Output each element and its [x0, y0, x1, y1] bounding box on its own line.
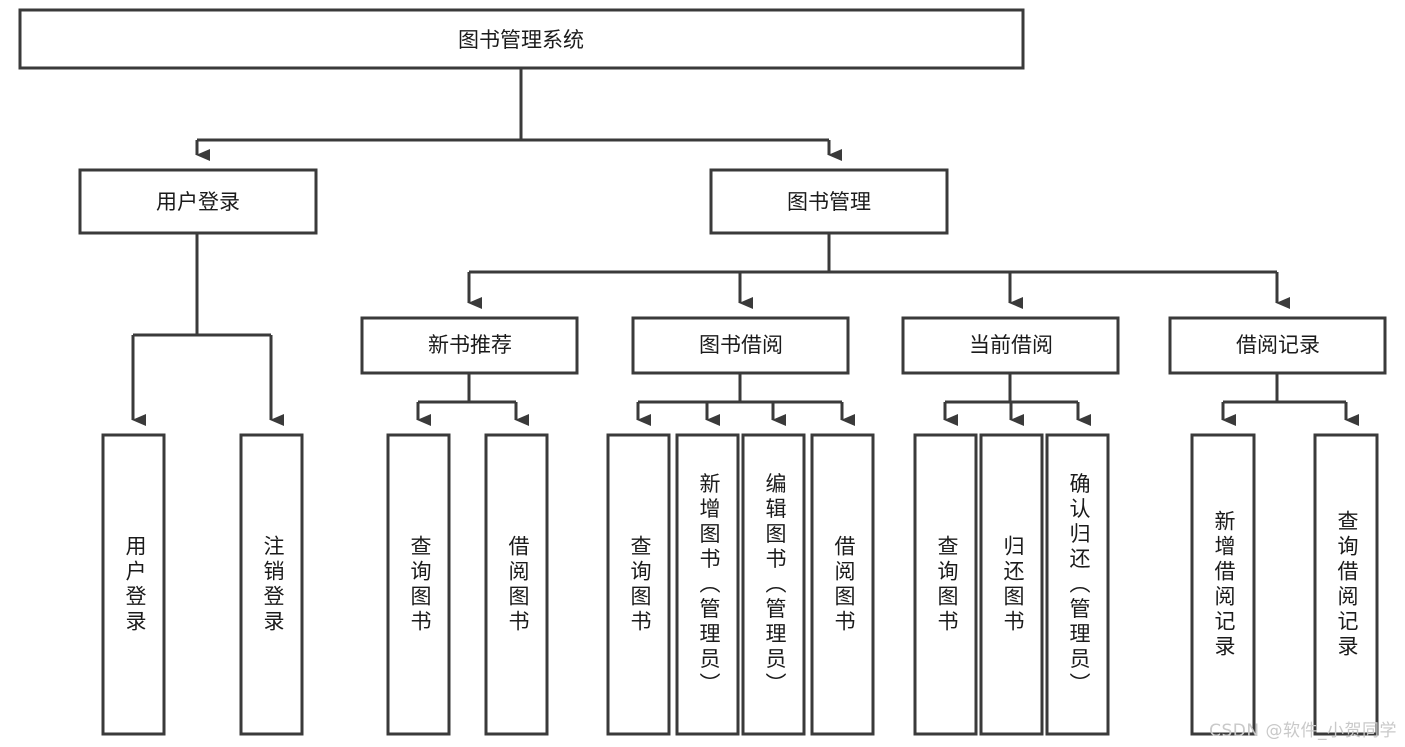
- node-leaf-book-borrow-2-box: [741, 433, 806, 736]
- node-book-borrow-label: 图书借阅: [699, 333, 783, 357]
- node-leaf-user-login-1[interactable]: 注销登录: [239, 433, 304, 736]
- node-leaf-book-borrow-1-box: [675, 433, 740, 736]
- connector-group-root: [195, 68, 842, 161]
- node-new-book-recommend[interactable]: 新书推荐: [360, 316, 579, 375]
- node-leaf-current-borrow-0-label: 查询图书: [935, 535, 959, 635]
- connector-group-user-login: [131, 233, 284, 426]
- node-new-book-recommend-box: [360, 316, 579, 375]
- node-leaf-current-borrow-1-label: 归还图书: [1001, 535, 1025, 635]
- node-borrow-record[interactable]: 借阅记录: [1168, 316, 1387, 375]
- node-borrow-record-label: 借阅记录: [1236, 333, 1320, 357]
- node-leaf-new-book-recommend-0[interactable]: 查询图书: [386, 433, 451, 736]
- node-leaf-user-login-0-label: 用户登录: [123, 535, 147, 635]
- node-user-login-label: 用户登录: [156, 190, 240, 214]
- node-book-manage[interactable]: 图书管理: [709, 168, 949, 235]
- node-leaf-borrow-record-1-box: [1313, 433, 1379, 736]
- node-leaf-new-book-recommend-1[interactable]: 借阅图书: [484, 433, 549, 736]
- node-book-borrow[interactable]: 图书借阅: [631, 316, 850, 375]
- node-leaf-book-borrow-2-label: 编辑图书（管理员）: [763, 473, 787, 698]
- node-leaf-book-borrow-3[interactable]: 借阅图书: [810, 433, 875, 736]
- node-current-borrow-box: [901, 316, 1120, 375]
- node-leaf-current-borrow-2-box: [1045, 433, 1110, 736]
- node-leaf-user-login-1-label: 注销登录: [261, 535, 285, 635]
- connector-group-book-borrow: [636, 373, 855, 426]
- node-leaf-user-login-0-box: [101, 433, 166, 736]
- connector-group-borrow-record: [1221, 373, 1359, 426]
- node-leaf-current-borrow-0-box: [913, 433, 978, 736]
- connector-group-current-borrow: [943, 373, 1091, 426]
- node-leaf-current-borrow-1[interactable]: 归还图书: [979, 433, 1044, 736]
- node-leaf-book-borrow-1[interactable]: 新增图书（管理员）: [675, 433, 740, 736]
- node-user-login[interactable]: 用户登录: [78, 168, 318, 235]
- node-leaf-borrow-record-1[interactable]: 查询借阅记录: [1313, 433, 1379, 736]
- node-leaf-book-borrow-3-label: 借阅图书: [832, 535, 856, 635]
- node-new-book-recommend-label: 新书推荐: [428, 333, 512, 357]
- node-user-login-box: [78, 168, 318, 235]
- node-leaf-borrow-record-0[interactable]: 新增借阅记录: [1190, 433, 1256, 736]
- node-current-borrow[interactable]: 当前借阅: [901, 316, 1120, 375]
- node-leaf-current-borrow-2[interactable]: 确认归还（管理员）: [1045, 433, 1110, 736]
- node-book-borrow-box: [631, 316, 850, 375]
- node-leaf-new-book-recommend-0-label: 查询图书: [408, 535, 432, 635]
- connector-group-book-manage: [467, 233, 1290, 309]
- node-leaf-book-borrow-0[interactable]: 查询图书: [606, 433, 671, 736]
- node-leaf-user-login-0[interactable]: 用户登录: [101, 433, 166, 736]
- node-leaf-new-book-recommend-1-label: 借阅图书: [506, 535, 530, 635]
- node-leaf-book-borrow-3-box: [810, 433, 875, 736]
- node-leaf-borrow-record-0-box: [1190, 433, 1256, 736]
- node-leaf-book-borrow-0-box: [606, 433, 671, 736]
- node-root-system-box: [18, 8, 1025, 70]
- node-leaf-book-borrow-2[interactable]: 编辑图书（管理员）: [741, 433, 806, 736]
- node-leaf-current-borrow-0[interactable]: 查询图书: [913, 433, 978, 736]
- node-root-system-label: 图书管理系统: [458, 28, 584, 52]
- node-leaf-new-book-recommend-0-box: [386, 433, 451, 736]
- connector-group-new-book-recommend: [416, 373, 529, 426]
- node-leaf-book-borrow-0-label: 查询图书: [628, 535, 652, 635]
- node-root-system[interactable]: 图书管理系统: [18, 8, 1025, 70]
- node-leaf-user-login-1-box: [239, 433, 304, 736]
- node-book-manage-label: 图书管理: [787, 190, 871, 214]
- node-leaf-borrow-record-1-label: 查询借阅记录: [1335, 510, 1359, 660]
- node-leaf-current-borrow-2-label: 确认归还（管理员）: [1067, 473, 1091, 698]
- node-borrow-record-box: [1168, 316, 1387, 375]
- node-leaf-book-borrow-1-label: 新增图书（管理员）: [697, 473, 721, 698]
- node-leaf-current-borrow-1-box: [979, 433, 1044, 736]
- node-leaf-new-book-recommend-1-box: [484, 433, 549, 736]
- node-book-manage-box: [709, 168, 949, 235]
- node-current-borrow-label: 当前借阅: [969, 333, 1053, 357]
- node-leaf-borrow-record-0-label: 新增借阅记录: [1212, 510, 1236, 660]
